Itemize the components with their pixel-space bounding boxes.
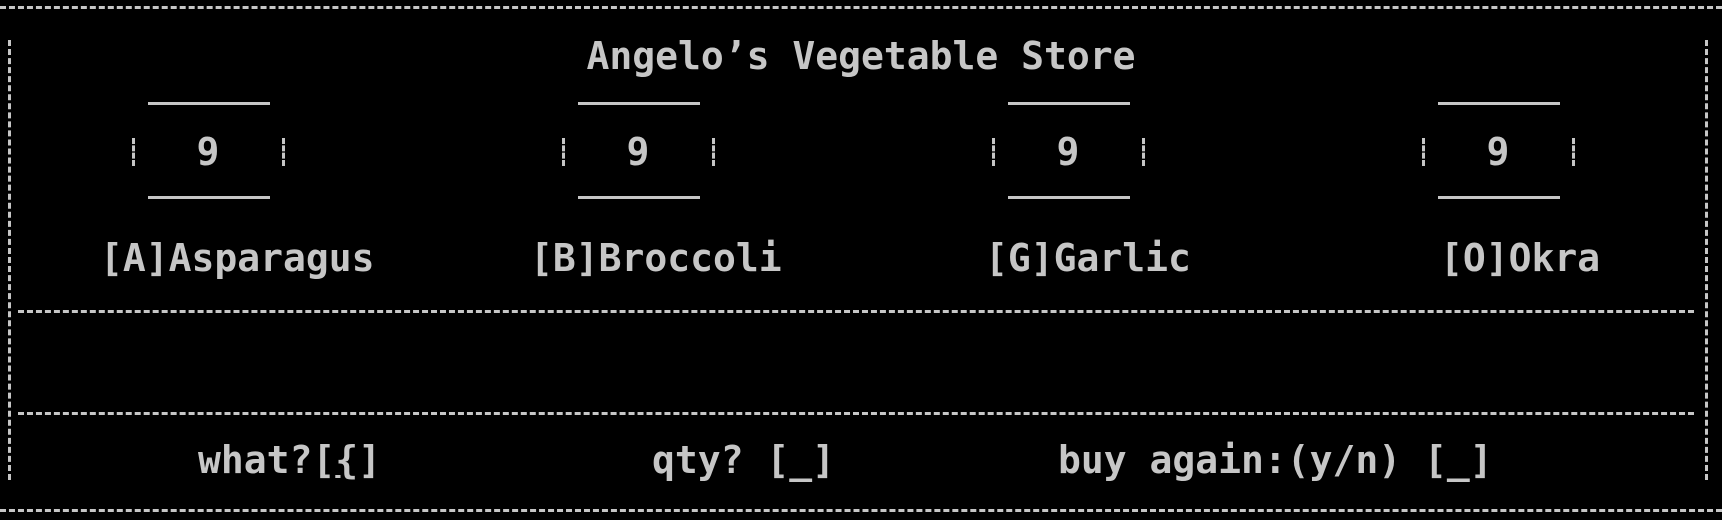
qty-box-bottom xyxy=(578,196,700,199)
bottom-border xyxy=(0,509,1722,512)
top-border xyxy=(0,6,1722,9)
qty-box-left xyxy=(1422,138,1425,166)
qty-box-right xyxy=(282,138,285,166)
divider-lower xyxy=(18,412,1694,415)
buy-again-prompt[interactable]: buy again:(y/n) [_] xyxy=(1058,438,1493,482)
qty-value-garlic: 9 xyxy=(1056,130,1080,174)
what-prompt-label: what?[ xyxy=(198,438,336,482)
item-asparagus[interactable]: [A]Asparagus xyxy=(100,236,375,280)
divider-upper xyxy=(18,310,1694,313)
qty-box-right xyxy=(1142,138,1145,166)
qty-box-top xyxy=(1438,102,1560,105)
qty-box-left xyxy=(992,138,995,166)
item-broccoli[interactable]: [B]Broccoli xyxy=(530,236,782,280)
right-border xyxy=(1705,40,1708,480)
qty-value-broccoli: 9 xyxy=(626,130,650,174)
qty-box-okra: 9 xyxy=(1418,96,1578,206)
qty-box-asparagus: 9 xyxy=(128,96,288,206)
what-prompt-close: ] xyxy=(358,438,382,482)
item-okra[interactable]: [O]Okra xyxy=(1440,236,1601,280)
qty-box-left xyxy=(132,138,135,166)
qty-box-bottom xyxy=(1438,196,1560,199)
qty-box-right xyxy=(712,138,715,166)
qty-box-top xyxy=(578,102,700,105)
qty-prompt[interactable]: qty? [_] xyxy=(652,438,836,482)
qty-box-broccoli: 9 xyxy=(558,96,718,206)
qty-box-top xyxy=(148,102,270,105)
qty-box-bottom xyxy=(1008,196,1130,199)
qty-value-asparagus: 9 xyxy=(196,130,220,174)
what-prompt[interactable]: what?[{] xyxy=(198,440,381,480)
qty-box-bottom xyxy=(148,196,270,199)
what-input[interactable]: { xyxy=(335,438,359,482)
left-border xyxy=(8,40,11,480)
qty-value-okra: 9 xyxy=(1486,130,1510,174)
store-title: Angelo’s Vegetable Store xyxy=(586,34,1136,78)
qty-box-right xyxy=(1572,138,1575,166)
item-garlic[interactable]: [G]Garlic xyxy=(985,236,1191,280)
qty-box-garlic: 9 xyxy=(988,96,1148,206)
qty-box-top xyxy=(1008,102,1130,105)
qty-box-left xyxy=(562,138,565,166)
